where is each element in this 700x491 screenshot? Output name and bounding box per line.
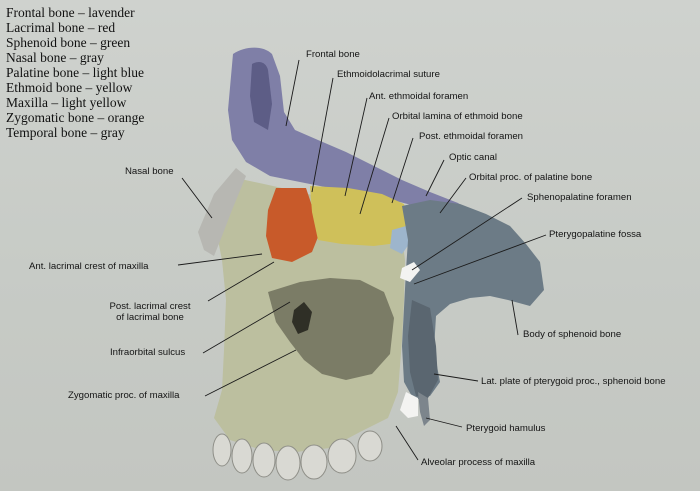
tooth (357, 430, 383, 462)
leader-zygomatic-proc (204, 349, 297, 397)
legend-frontal: Frontal bone – lavender (6, 5, 135, 20)
label-ant-lacrimal-crest: Ant. lacrimal crest of maxilla (29, 261, 149, 272)
leader-alveolar-process (395, 425, 419, 461)
legend-lacrimal: Lacrimal bone – red (6, 20, 116, 35)
legend-nasal: Nasal bone – gray (6, 50, 104, 65)
label-pterygopalatine-fossa: Pterygopalatine fossa (549, 229, 642, 240)
leader-ant-ethmoidal-foramen (344, 97, 368, 197)
label-nasal-bone: Nasal bone (125, 166, 174, 177)
label-orbital-proc-palatine: Orbital proc. of palatine bone (469, 172, 593, 183)
label-frontal-bone: Frontal bone (306, 49, 360, 60)
leader-body-sphenoid (511, 299, 519, 336)
leader-orbital-lamina (359, 117, 390, 215)
frontal-bone-inner (250, 62, 272, 130)
tooth (231, 438, 253, 474)
hamulus-shape (418, 392, 430, 426)
teeth-group (212, 430, 383, 481)
label-sphenopalatine-foramen: Sphenopalatine foramen (527, 192, 632, 203)
infraorbital-foramen-shape (292, 302, 312, 334)
leader-nasal-bone (181, 177, 213, 219)
zygomatic-process-shape (268, 278, 394, 380)
legend-maxilla: Maxilla – light yellow (6, 95, 127, 110)
leader-ant-lacrimal-crest (177, 253, 263, 266)
label-zygomatic-proc: Zygomatic proc. of maxilla (68, 390, 180, 401)
label-ant-ethmoidal-foramen: Ant. ethmoidal foramen (369, 91, 469, 102)
label-post-lacrimal-crest-line1: Post. lacrimal crest (109, 301, 191, 312)
leader-pterygopalatine-fossa (413, 234, 547, 285)
palatine-bone-shape (390, 226, 412, 254)
label-orbital-lamina: Orbital lamina of ethmoid bone (392, 111, 523, 122)
leader-post-ethmoidal-foramen (391, 137, 414, 204)
leader-pterygoid-hamulus (425, 417, 463, 428)
leader-post-lacrimal-crest (207, 261, 275, 302)
tooth (252, 442, 276, 478)
label-body-sphenoid: Body of sphenoid bone (523, 329, 622, 340)
label-infraorbital-sulcus: Infraorbital sulcus (110, 347, 186, 358)
tooth (275, 445, 301, 481)
label-post-ethmoidal-foramen: Post. ethmoidal foramen (419, 131, 523, 142)
pterygoid-plate-shape (408, 300, 438, 398)
leader-lat-plate-pterygoid (433, 373, 479, 382)
label-ethmoidolacrimal-suture: Ethmoidolacrimal suture (337, 69, 440, 80)
legend-ethmoid: Ethmoid bone – yellow (6, 80, 133, 95)
label-post-lacrimal-crest: Post. lacrimal crest of lacrimal bone (97, 301, 203, 323)
label-pterygoid-hamulus: Pterygoid hamulus (466, 423, 546, 434)
lacrimal-bone-shape (266, 188, 320, 262)
legend-zygomatic: Zygomatic bone – orange (6, 110, 145, 125)
legend-palatine: Palatine bone – light blue (6, 65, 144, 80)
leader-lines (177, 59, 547, 461)
tooth (212, 433, 232, 467)
frontal-bone-shape (228, 47, 470, 217)
leader-frontal-bone (285, 59, 300, 127)
label-lat-plate-pterygoid: Lat. plate of pterygoid proc., sphenoid … (481, 376, 666, 387)
nasal-bone-shape (198, 168, 246, 256)
legend-temporal: Temporal bone – gray (6, 125, 125, 140)
leader-orbital-proc-palatine (439, 177, 467, 214)
pterygomaxillary-gap-shape (400, 392, 418, 418)
tooth (300, 444, 328, 480)
sphenopalatine-foramen-shape (400, 262, 420, 282)
ethmoid-bone-shape (310, 186, 410, 246)
label-alveolar-process: Alveolar process of maxilla (421, 457, 536, 468)
leader-optic-canal (425, 159, 445, 197)
label-post-lacrimal-crest-line2: of lacrimal bone (116, 312, 184, 323)
label-optic-canal: Optic canal (449, 152, 497, 163)
legend-sphenoid: Sphenoid bone – green (6, 35, 131, 50)
leader-infraorbital-sulcus (202, 301, 291, 354)
leader-sphenopalatine-foramen (411, 197, 523, 271)
sphenoid-bone-shape (402, 200, 544, 400)
tooth (327, 438, 357, 474)
leader-ethmoidolacrimal-suture (311, 77, 334, 193)
